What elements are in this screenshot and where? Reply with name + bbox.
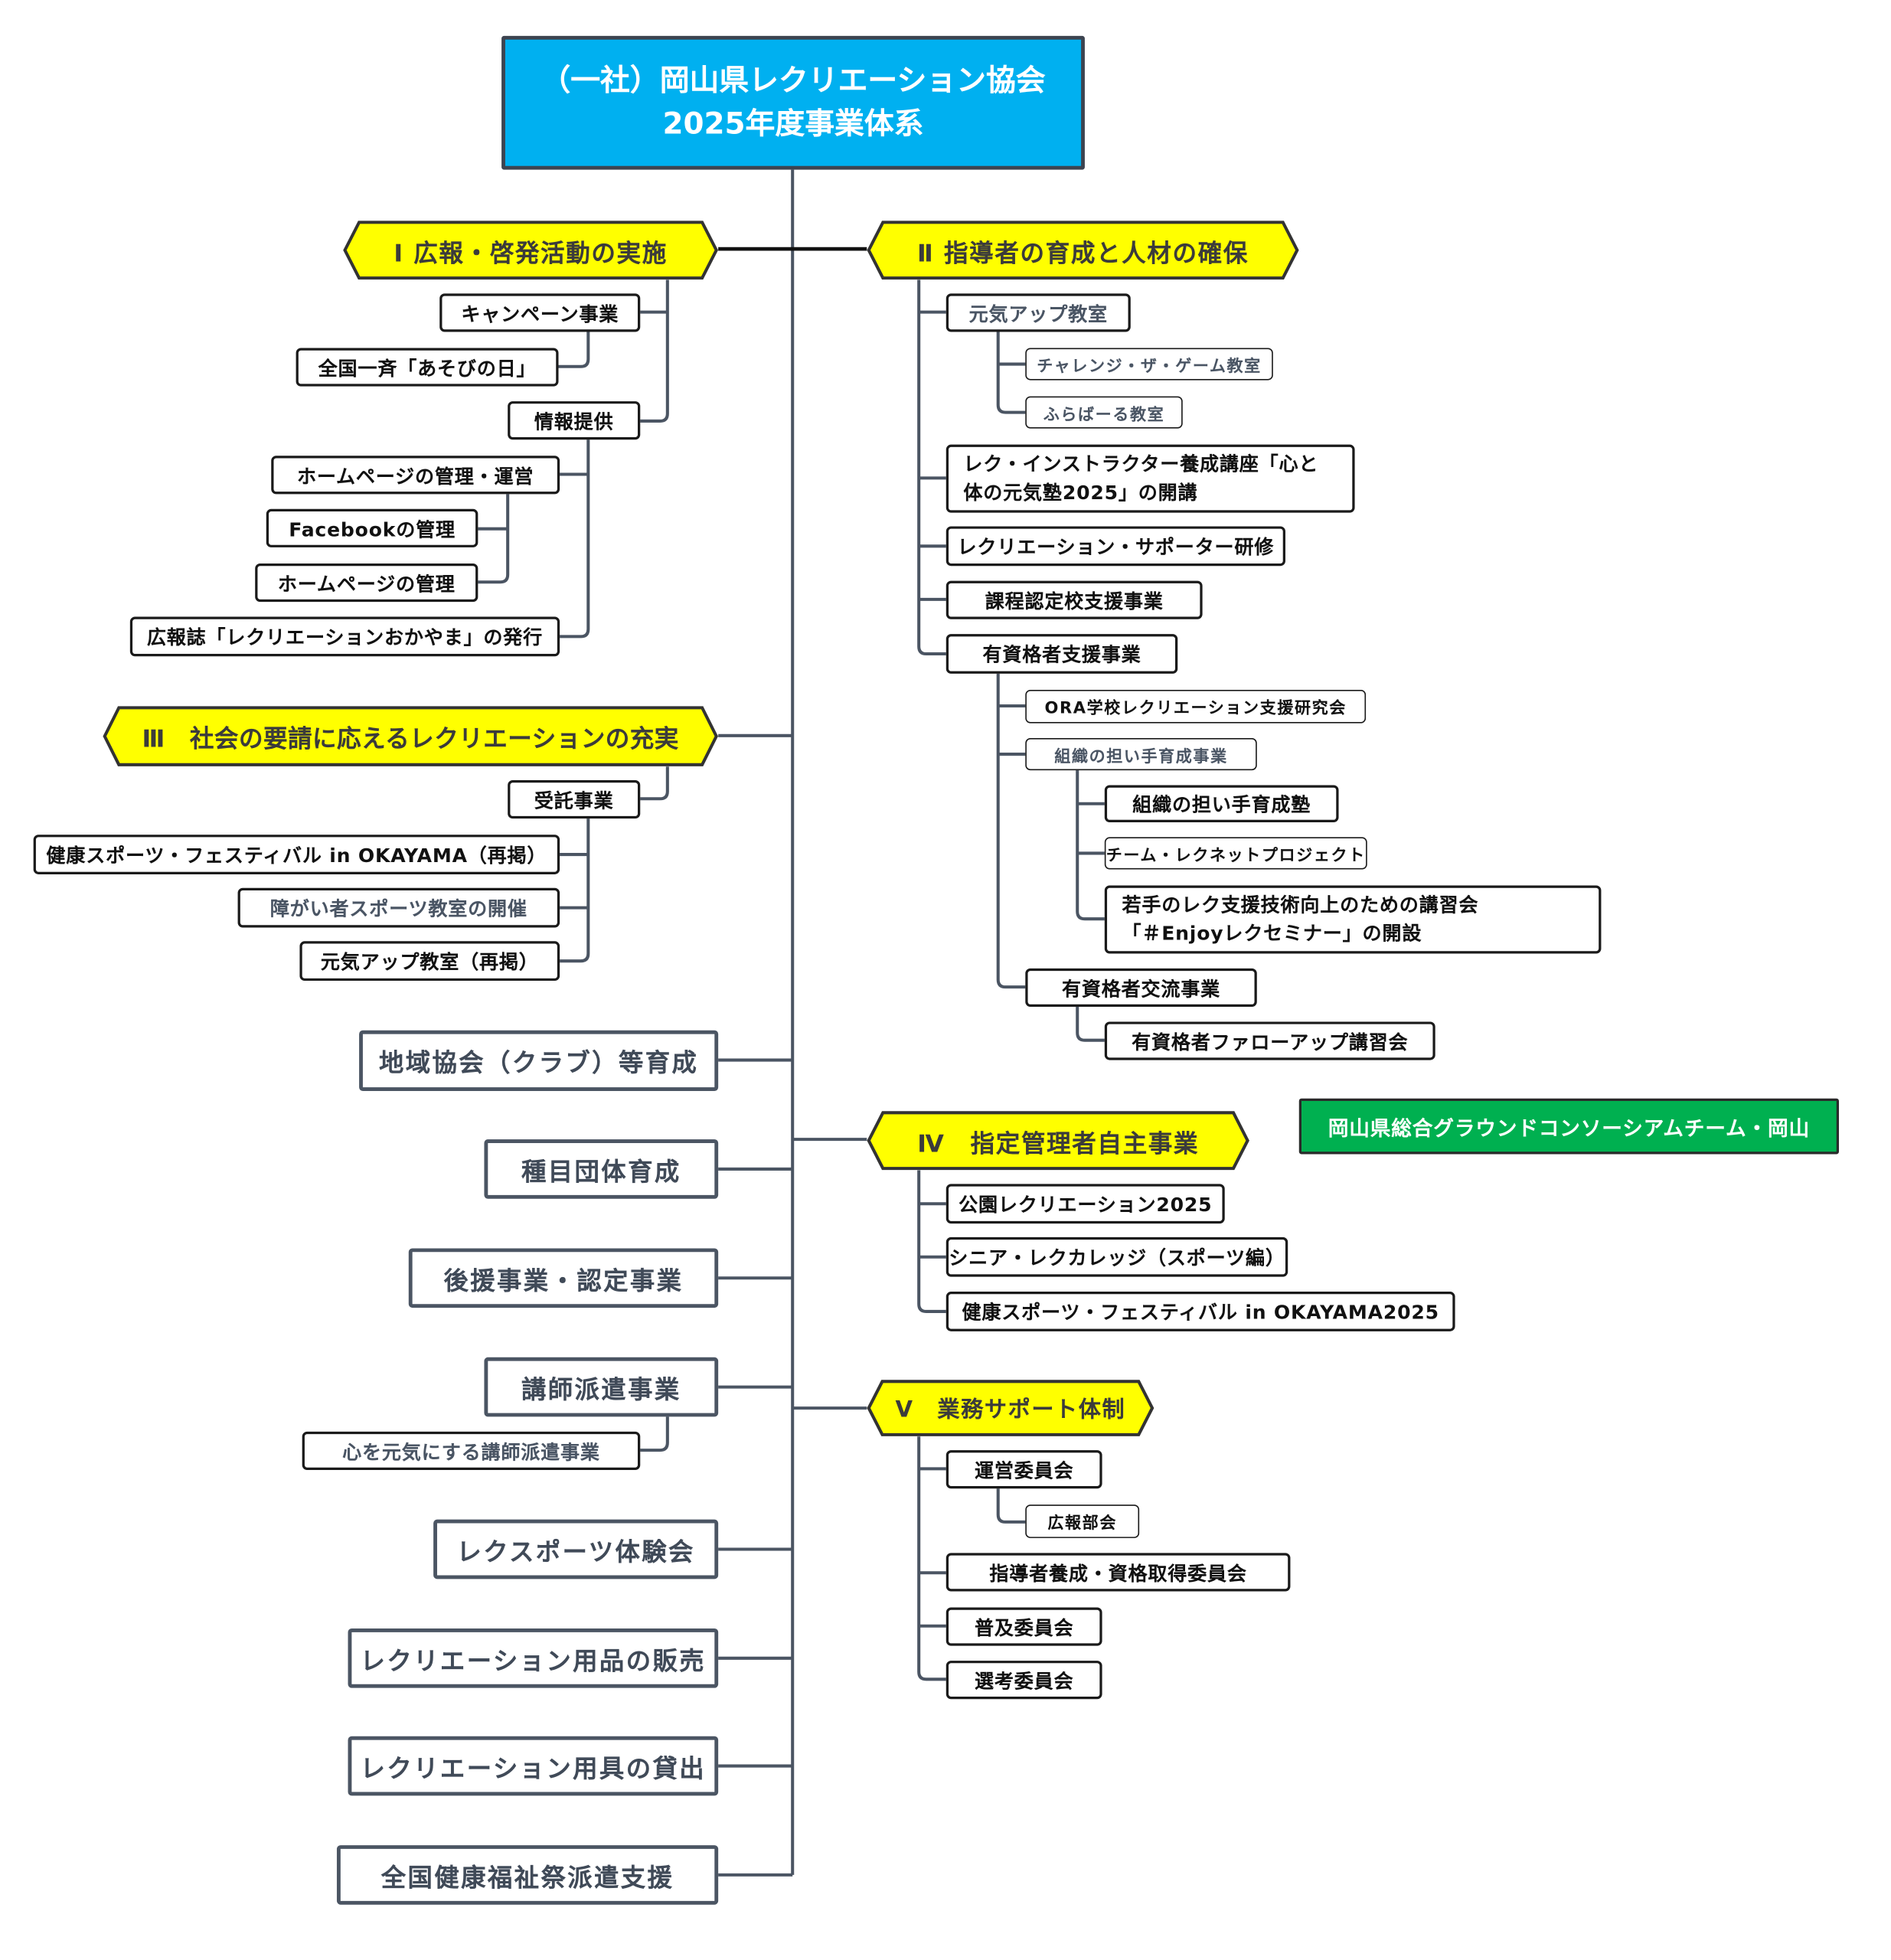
lecturer-dispatch-sub-box: 心を元気にする講師派遣事業 [302, 1431, 641, 1470]
section-2-hexagon: Ⅱ 指導者の育成と人材の確保 [867, 220, 1299, 280]
connector-line [1076, 1007, 1105, 1042]
program-box: 後援事業・認定事業 [408, 1248, 719, 1308]
program-box: レクスポーツ体験会 [433, 1519, 719, 1579]
program-box: レクリエーション用品の販売 [348, 1628, 719, 1688]
genki-up-repost-box: 元気アップ教室（再掲） [299, 941, 560, 982]
challenge-game-class-box: チャレンジ・ザ・ゲーム教室 [1025, 348, 1273, 381]
organization-leader-juku-box: 組織の担い手育成塾 [1104, 785, 1339, 823]
school-support-box: 課程認定校支援事業 [946, 580, 1203, 619]
chart-title-box: （一社）岡山県レクリエーション協会 2025年度事業体系 [501, 35, 1085, 170]
section-3-hexagon: Ⅲ 社会の要請に応えるレクリエーションの充実 [103, 706, 718, 766]
disability-sports-box: 障がい者スポーツ教室の開催 [237, 887, 560, 928]
qualified-exchange-box: 有資格者交流事業 [1025, 968, 1257, 1008]
connector-line [558, 332, 590, 368]
ora-study-group-box: ORA学校レクリエーション支援研究会 [1025, 689, 1367, 724]
flabal-class-box: ふらばーる教室 [1025, 396, 1183, 429]
connector-line [560, 439, 590, 639]
enjoy-seminar-box: 若手のレク支援技術向上のための講習会 「＃Enjoyレクセミナー」の開設 [1104, 885, 1602, 954]
commissioned-project-box: 受託事業 [508, 780, 641, 819]
enjoy-seminar-line-2: 「＃Enjoyレクセミナー」の開設 [1122, 922, 1422, 945]
instructor-course-box: レク・インストラクター養成講座「心と 体の元気塾2025」の開講 [946, 444, 1355, 513]
promotion-committee-box: 普及委員会 [946, 1607, 1102, 1646]
organization-leader-project-box: 組織の担い手育成事業 [1025, 738, 1257, 771]
chart-title-line-2: 2025年度事業体系 [662, 106, 924, 142]
genki-up-class-box: 元気アップ教室 [946, 293, 1131, 332]
homepage-operation-box: ホームページの管理・運営 [271, 456, 560, 495]
program-box: 講師派遣事業 [484, 1357, 719, 1417]
section-1-hexagon: Ⅰ 広報・啓発活動の実施 [343, 220, 718, 280]
instructor-committee-box: 指導者養成・資格取得委員会 [946, 1553, 1291, 1592]
instructor-course-line-2: 体の元気塾2025」の開講 [963, 481, 1198, 504]
connector-line [478, 494, 510, 584]
campaign-project-box: キャンペーン事業 [439, 293, 641, 332]
qualified-support-box: 有資格者支援事業 [946, 634, 1178, 674]
follow-up-course-box: 有資格者ファローアップ講習会 [1104, 1021, 1435, 1060]
enjoy-seminar-line-1: 若手のレク支援技術向上のための講習会 [1122, 893, 1479, 917]
supporter-training-box: レクリエーション・サポーター研修 [946, 526, 1285, 567]
connector-line [917, 1170, 946, 1313]
connector-line [917, 279, 946, 656]
instructor-course-line-1: レク・インストラクター養成講座「心と [963, 453, 1319, 476]
section-5-label: Ⅴ 業務サポート体制 [895, 1396, 1126, 1423]
connector-line [996, 1488, 1026, 1524]
festival-repost-box: 健康スポーツ・フェスティバル in OKAYAMA（再掲） [33, 835, 560, 874]
connector-line [560, 818, 590, 963]
section-5-hexagon: Ⅴ 業務サポート体制 [867, 1380, 1155, 1436]
connector-line [917, 1436, 946, 1681]
information-box: 情報提供 [508, 401, 641, 440]
section-3-label: Ⅲ 社会の要請に応えるレクリエーションの充実 [142, 724, 679, 753]
park-recreation-box: 公園レクリエーション2025 [946, 1184, 1225, 1224]
program-box: 地域協会（クラブ）等育成 [359, 1030, 719, 1092]
festival-2025-box: 健康スポーツ・フェスティバル in OKAYAMA2025 [946, 1292, 1455, 1331]
selection-committee-box: 選考委員会 [946, 1661, 1102, 1700]
play-day-box: 全国一斉「あそびの日」 [296, 348, 559, 387]
steering-committee-box: 運営委員会 [946, 1450, 1102, 1489]
chart-title-line-1: （一社）岡山県レクリエーション協会 [541, 63, 1046, 99]
program-box: レクリエーション用具の貸出 [348, 1736, 719, 1796]
connector-line [640, 1416, 669, 1452]
partner-consortium-box: 岡山県総合グラウンドコンソーシアムチーム・岡山 [1298, 1098, 1839, 1155]
program-box: 全国健康福祉祭派遣支援 [336, 1845, 719, 1905]
pr-subcommittee-box: 広報部会 [1025, 1504, 1140, 1538]
facebook-box: Facebookの管理 [266, 508, 478, 547]
connector-line [1076, 770, 1105, 921]
section-4-label: Ⅳ 指定管理者自主事業 [917, 1129, 1200, 1158]
program-box: 種目団体育成 [484, 1139, 719, 1199]
magazine-box: 広報誌「レクリエーションおかやま」の発行 [129, 616, 560, 657]
senior-college-box: シニア・レクカレッジ（スポーツ編） [946, 1236, 1288, 1277]
homepage-box: ホームページの管理 [255, 563, 478, 603]
section-4-hexagon: Ⅳ 指定管理者自主事業 [867, 1111, 1249, 1171]
section-2-label: Ⅱ 指導者の育成と人材の確保 [917, 238, 1249, 267]
connector-line [996, 673, 1026, 989]
connector-line [640, 279, 669, 423]
connector-line [640, 766, 669, 801]
connector-line [996, 332, 1026, 414]
team-recnet-box: チーム・レクネットプロジェクト [1104, 837, 1367, 870]
section-1-label: Ⅰ 広報・啓発活動の実施 [394, 238, 668, 267]
